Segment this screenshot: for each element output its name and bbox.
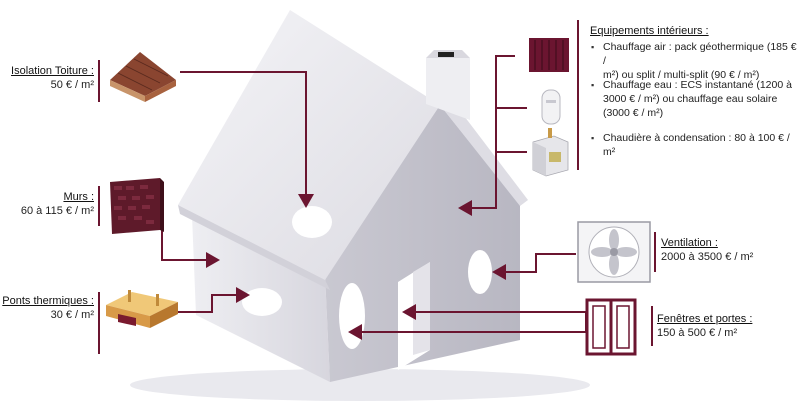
house-roof-edge xyxy=(440,100,528,206)
arrow-roof xyxy=(180,71,314,208)
door-leaf xyxy=(413,262,430,355)
roof-insulation-icon xyxy=(110,52,176,102)
thermal-bridge-icon xyxy=(106,290,178,328)
equipment-item-water: Chauffage eau : ECS instantané (1200 à 3… xyxy=(591,78,799,120)
radiator-icon xyxy=(529,38,569,72)
chimney xyxy=(426,58,470,120)
ground-shadow xyxy=(130,369,590,401)
thermal-label-bar xyxy=(98,292,100,354)
equipment-item-water-line-2: 3000 € / m²) ou chauffage eau solaire xyxy=(603,93,778,105)
arrow-ventilation xyxy=(492,253,576,280)
equipment-item-water-line-3: (3000 € / m²) xyxy=(603,107,664,119)
arrow-thermal-bridges xyxy=(176,287,250,313)
equipment-item-boiler-line-1: Chaudière à condensation : 80 à 100 € / xyxy=(603,132,790,144)
equipment-item-air: Chauffage air : pack géothermique (185 €… xyxy=(591,40,799,82)
equipment-item-boiler: Chaudière à condensation : 80 à 100 € / … xyxy=(591,131,799,159)
roof-insulation-title: Isolation Toiture : xyxy=(11,65,94,77)
windows-title: Fenêtres et portes : xyxy=(657,313,753,325)
wall-brick-icon xyxy=(110,178,164,234)
ventilation-price: 2000 à 3500 € / m² xyxy=(661,251,754,263)
roof-hole xyxy=(292,206,332,238)
equipment-item-air-line-1: Chauffage air : pack géothermique (185 €… xyxy=(603,41,797,67)
ventilation-title: Ventilation : xyxy=(661,237,718,249)
thermal-bridges-label: Ponts thermiques : 30 € / m² xyxy=(0,294,94,322)
house-roof xyxy=(178,10,440,280)
windows-price: 150 à 500 € / m² xyxy=(657,327,738,339)
water-heater-icon xyxy=(541,89,561,125)
thermal-bridges-price: 30 € / m² xyxy=(50,309,94,321)
house-eave xyxy=(178,205,330,290)
equipment-label-bar xyxy=(577,20,579,170)
thermal-bridges-title: Ponts thermiques : xyxy=(2,295,94,307)
fan-icon xyxy=(577,221,651,283)
walls-price: 60 à 115 € / m² xyxy=(20,205,94,217)
equipment-title: Equipements intérieurs : xyxy=(590,25,709,37)
ventilation-label: Ventilation : 2000 à 3500 € / m² xyxy=(661,236,753,264)
roof-insulation-label: Isolation Toiture : 50 € / m² xyxy=(6,64,94,92)
ventilation-hole xyxy=(468,250,492,294)
ventilation-label-bar xyxy=(654,232,656,272)
walls-title: Murs : xyxy=(63,191,94,203)
roof-label-bar xyxy=(98,60,100,102)
window-hole xyxy=(339,283,365,349)
equipment-item-water-line-1: Chauffage eau : ECS instantané (1200 à xyxy=(603,79,792,91)
roof-insulation-price: 50 € / m² xyxy=(50,79,94,91)
equipment-item-boiler-line-2: m² xyxy=(603,146,616,158)
windows-label-bar xyxy=(651,306,653,346)
arrow-equipment xyxy=(458,55,515,216)
walls-label: Murs : 60 à 115 € / m² xyxy=(2,190,94,218)
walls-label-bar xyxy=(98,186,100,226)
boiler-icon xyxy=(532,128,569,177)
thermal-bridge-hole xyxy=(242,288,282,316)
chimney-opening xyxy=(438,52,454,57)
window-icon xyxy=(585,298,637,356)
windows-label: Fenêtres et portes : 150 à 500 € / m² xyxy=(657,312,752,340)
